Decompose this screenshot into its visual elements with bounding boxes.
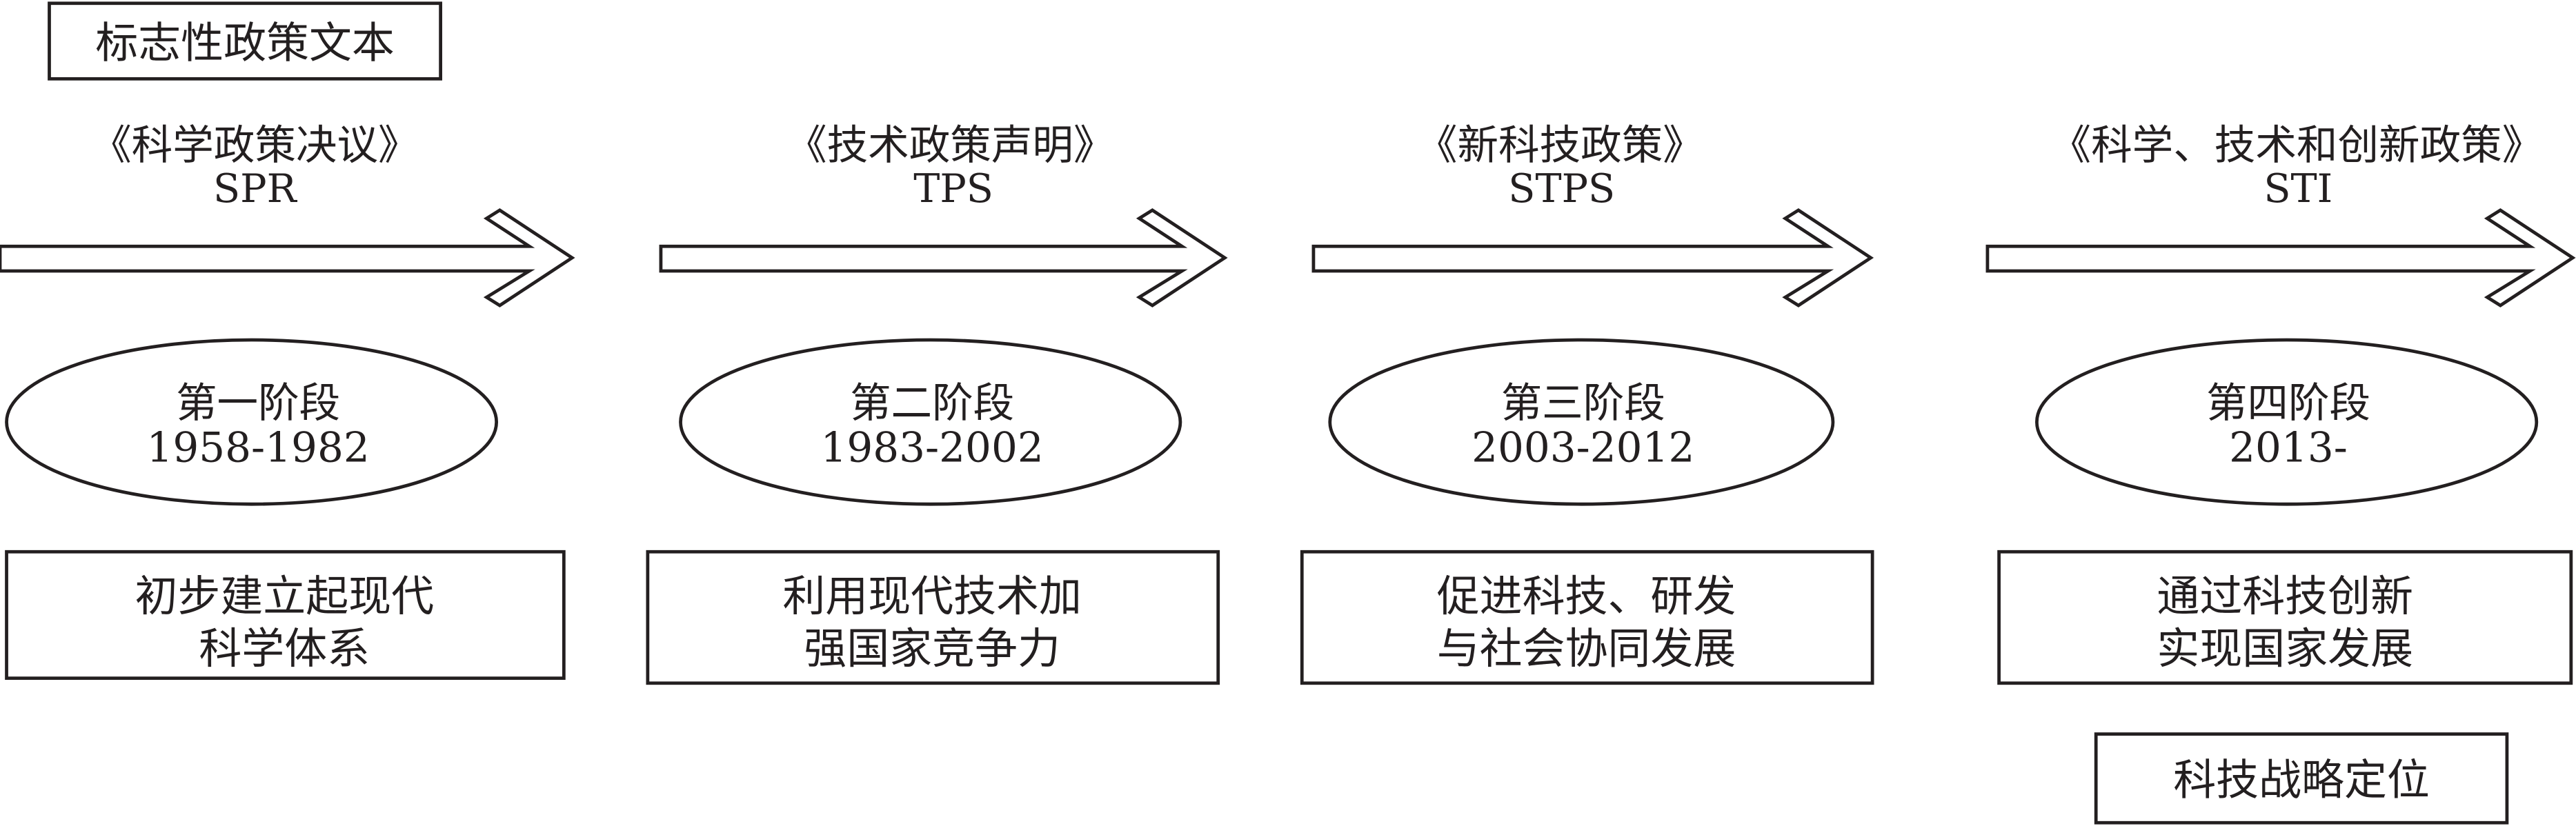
stage-3-goal-line-1: 促进科技、研发 [1437, 572, 1736, 621]
stage-1-arrow-icon [0, 208, 575, 308]
stage-3-phase-ellipse [1328, 338, 1835, 506]
header-label: 标志性政策文本 [95, 18, 395, 68]
stage-4: 《科学、技术和创新政策》 STI 第四阶段 2013- 通过科技创新 实现国家发… [1985, 122, 2576, 685]
strategy-box-frame [2094, 732, 2509, 825]
stage-2-phase-label: 第二阶段 [850, 380, 1014, 427]
stage-3-phase-label: 第三阶段 [1501, 380, 1665, 427]
stage-4-years: 2013- [2229, 424, 2348, 472]
stage-4-goal-line-1: 通过科技创新 [2157, 572, 2413, 621]
stage-2-arrow-icon [659, 208, 1228, 308]
header-box: 标志性政策文本 [48, 1, 442, 81]
stage-2-goal-line-2: 强国家竞争力 [804, 624, 1060, 674]
stage-3-goal-box [1300, 550, 1874, 685]
stage-2-goal-line-1: 利用现代技术加 [782, 572, 1082, 621]
stage-3-arrow-icon [1311, 208, 1874, 308]
stage-1-goal-box [5, 550, 566, 681]
stage-1-goal-line-1: 初步建立起现代 [135, 572, 434, 621]
stage-4-policy-code: STI [2263, 166, 2332, 212]
stage-1-policy-code: SPR [213, 166, 298, 212]
stage-1-policy-title: 《科学政策决议》 [90, 122, 419, 170]
stage-4-phase-ellipse [2035, 338, 2539, 506]
stage-2-phase-ellipse [679, 338, 1182, 506]
stage-2-policy-code: TPS [913, 166, 993, 212]
stage-1-phase-label: 第一阶段 [176, 380, 340, 427]
stage-1: 《科学政策决议》 SPR 第一阶段 1958-1982 初步建立起现代 科学体系 [0, 122, 575, 681]
stage-4-goal-box [1997, 550, 2573, 685]
stage-4-goal-line-2: 实现国家发展 [2157, 624, 2413, 674]
stage-1-years: 1958-1982 [146, 424, 369, 472]
stage-3-policy-code: STPS [1508, 166, 1615, 212]
stage-3-goal-line-2: 与社会协同发展 [1437, 624, 1736, 674]
header-box-frame [48, 1, 442, 81]
stage-2-goal-box [646, 550, 1220, 685]
strategy-box: 科技战略定位 [2094, 732, 2509, 825]
stage-3-policy-title: 《新科技政策》 [1416, 122, 1704, 170]
stage-2: 《技术政策声明》 TPS 第二阶段 1983-2002 利用现代技术加 强国家竞… [646, 122, 1228, 685]
stage-4-arrow-icon [1985, 208, 2576, 308]
stage-4-phase-label: 第四阶段 [2206, 380, 2370, 427]
strategy-label: 科技战略定位 [2173, 756, 2430, 805]
stage-2-years: 1983-2002 [820, 424, 1043, 472]
stage-2-policy-title: 《技术政策声明》 [786, 122, 1115, 170]
stage-3-years: 2003-2012 [1472, 424, 1694, 472]
stage-3: 《新科技政策》 STPS 第三阶段 2003-2012 促进科技、研发 与社会协… [1300, 122, 1874, 685]
stage-1-goal-line-2: 科学体系 [199, 624, 370, 674]
stage-1-phase-ellipse [5, 338, 499, 506]
stage-4-policy-title: 《科学、技术和创新政策》 [2050, 122, 2544, 170]
